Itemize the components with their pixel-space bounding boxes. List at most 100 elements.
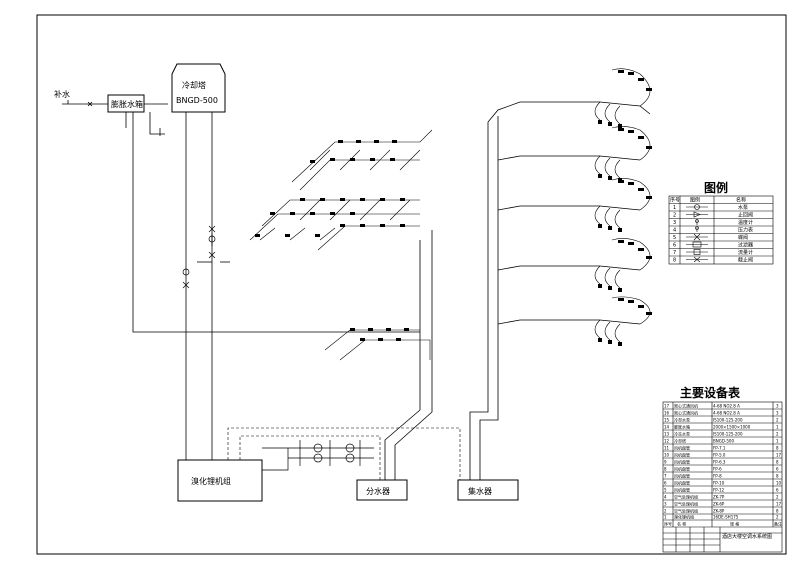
legend-row-no: 8 — [673, 258, 676, 264]
cooling-water-pipes — [125, 103, 420, 460]
equipment-model: 4-68 NO2.8 A — [713, 404, 740, 409]
equipment-qty: 17 — [776, 453, 782, 458]
return-header — [457, 479, 519, 501]
supply-header — [356, 479, 408, 501]
equipment-name: 空气处理机组 — [674, 501, 698, 507]
equipment-no: 1 — [664, 515, 667, 520]
equipment-model: 4-68 NO2.8 A — [713, 411, 740, 416]
legend-row-no: 2 — [673, 213, 676, 219]
equipment-model: FP-10 — [713, 481, 725, 486]
equipment-name: 冷却塔 — [674, 438, 686, 444]
equipment-no: 6 — [664, 481, 667, 486]
equipment-qty: 10 — [776, 481, 782, 486]
equipment-qty: 6 — [776, 488, 779, 493]
legend-row-name: 过滤器 — [738, 242, 753, 249]
equipment-name: 冷冻水泵 — [674, 431, 690, 437]
equipment-name: 风机盘管 — [674, 459, 690, 465]
chiller-label: 溴化锂机组 — [191, 476, 231, 486]
equipment-no: 8 — [664, 467, 667, 472]
valve-symbols — [182, 225, 216, 289]
equipment-model: FP-7.1 — [713, 446, 726, 451]
legend-row-name: 蝶阀 — [738, 234, 748, 241]
cooling-tower-label: 冷却塔 — [182, 80, 206, 90]
equipment-name: 风机盘管 — [674, 466, 690, 472]
legend-row-name: 流量计 — [738, 249, 753, 256]
equipment-name: 离心式通风机 — [674, 410, 698, 416]
expansion-tank-label: 膨胀水箱 — [111, 99, 143, 109]
equipment-qty: 8 — [776, 509, 779, 514]
equipment-no: 17 — [664, 404, 670, 409]
equipment-no: 4 — [664, 495, 667, 500]
legend-row-name: 压力表 — [738, 227, 753, 234]
equipment-model: ZK-8P — [713, 509, 725, 514]
equipment-no: 10 — [664, 453, 670, 458]
legend-row-no: 6 — [673, 243, 676, 249]
equipment-model: BNGD-500 — [713, 439, 734, 444]
equipment-qty: 1 — [776, 439, 779, 444]
equipment-model: FP-8 — [713, 474, 722, 479]
equipment-model: FP-5.0 — [713, 453, 726, 458]
equipment-qty: 3 — [776, 404, 779, 409]
legend-row-no: 4 — [673, 228, 676, 234]
equipment-footer-remark: 备注 — [774, 521, 782, 527]
isometric-units — [255, 140, 409, 341]
equipment-name: 风机盘管 — [674, 487, 690, 493]
equipment-qty: 17 — [776, 502, 782, 507]
legend-header-name: 名称 — [736, 197, 746, 204]
drawing-title: 酒店大楼空调水系统图 — [722, 533, 772, 540]
equipment-model: ZK-7P — [713, 495, 725, 500]
equipment-model: IS100-125-200 — [713, 418, 743, 423]
equipment-no: 11 — [664, 446, 670, 451]
equipment-no: 2 — [664, 509, 667, 514]
equipment-no: 13 — [664, 432, 670, 437]
pump-group — [262, 440, 374, 471]
equipment-no: 12 — [664, 439, 670, 444]
legend-row-name: 止回阀 — [738, 212, 753, 219]
equipment-model: IS100-125-200 — [713, 432, 743, 437]
equipment-qty: 2 — [776, 515, 779, 520]
makeup-water-label: 补水 — [54, 89, 70, 99]
equipment-qty: 8 — [776, 446, 779, 451]
equipment-qty: 1 — [776, 425, 779, 430]
equipment-name: 膨胀水箱 — [674, 424, 690, 430]
equipment-model: 16DE-SH175 — [713, 515, 739, 520]
equipment-qty: 8 — [776, 474, 779, 479]
equipment-no: 3 — [664, 502, 667, 507]
legend-row-no: 5 — [673, 235, 676, 241]
equipment-name: 风机盘管 — [674, 473, 690, 479]
legend-table-grid — [668, 195, 774, 265]
equipment-name: 溴化锂机组 — [674, 514, 694, 520]
equipment-qty: 2 — [776, 495, 779, 500]
equipment-qty: 8 — [776, 460, 779, 465]
legend-row-name: 温度计 — [738, 219, 753, 226]
equipment-name: 空气处理机组 — [674, 508, 698, 514]
equipment-model: FP-12 — [713, 488, 725, 493]
legend-row-no: 3 — [673, 220, 676, 226]
legend-title: 图例 — [704, 180, 728, 195]
equipment-model: FP-6.3 — [713, 460, 726, 465]
legend-row-name: 水泵 — [738, 204, 748, 211]
legend-row-no: 7 — [673, 250, 676, 256]
supply-header-label: 分水器 — [366, 486, 390, 496]
chiller-unit — [177, 459, 263, 502]
equipment-qty: 3 — [776, 411, 779, 416]
equipment-qty: 6 — [776, 467, 779, 472]
equipment-footer-name: 名 称 — [677, 521, 686, 527]
equipment-no: 9 — [664, 460, 667, 465]
equipment-title: 主要设备表 — [680, 385, 741, 400]
equipment-rows: 17 离心式通风机 4-68 NO2.8 A 3 16 离心式通风机 4-68 … — [664, 403, 782, 527]
equipment-name: 风机盘管 — [674, 480, 690, 486]
equipment-model: 2000×1500×1000 — [713, 425, 751, 430]
legend-header-no: 序号 — [670, 197, 680, 204]
equipment-no: 14 — [664, 425, 670, 430]
equipment-name: 空气处理机组 — [674, 494, 698, 500]
equipment-model: FP-6 — [713, 467, 722, 472]
return-header-label: 集水器 — [468, 486, 492, 496]
legend-symbols — [686, 204, 708, 263]
equipment-name: 风机盘管 — [674, 452, 690, 458]
equipment-qty: 2 — [776, 432, 779, 437]
legend-row-no: 1 — [673, 205, 676, 211]
legend-header-symbol: 图例 — [690, 197, 700, 204]
equipment-name: 冷却水泵 — [674, 417, 690, 423]
legend-row-name: 截止阀 — [738, 257, 753, 264]
